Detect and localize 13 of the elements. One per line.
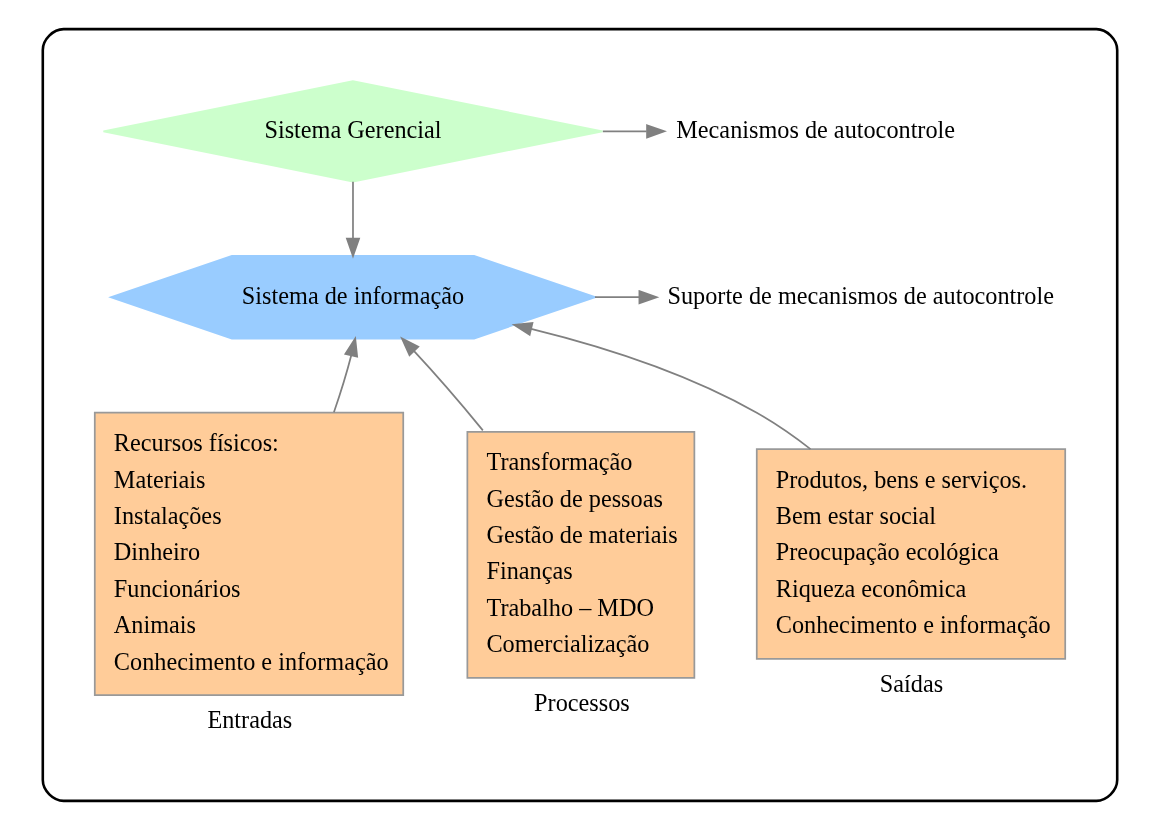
cluster xyxy=(41,27,1118,803)
node-label: Saídas xyxy=(879,670,943,698)
arrow xyxy=(332,335,358,414)
arrow xyxy=(511,321,811,450)
arrow xyxy=(593,289,659,305)
arrow xyxy=(345,180,360,259)
arrow xyxy=(399,336,484,432)
arrow xyxy=(601,124,667,139)
node-diamond: Sistema Gerencial xyxy=(102,80,603,183)
node-label: Entradas xyxy=(206,706,292,734)
node-label: Processos xyxy=(533,689,630,717)
node-text: Mecanismos de autocontrole xyxy=(675,115,955,143)
node-text: Suporte de mecanismos de autocontrole xyxy=(666,281,1054,309)
